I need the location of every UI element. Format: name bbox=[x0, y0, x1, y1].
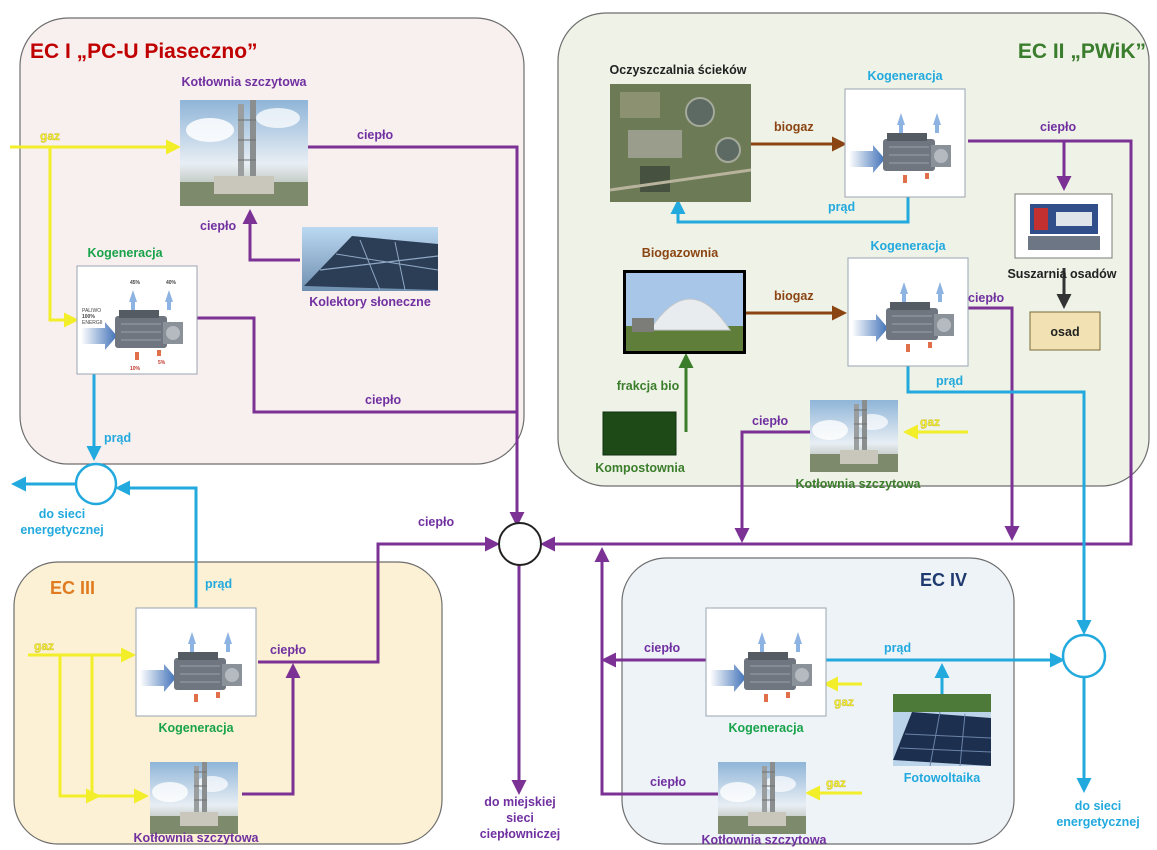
ec4-boiler-heat bbox=[594, 547, 718, 796]
heat-label-ec2-a: ciepło bbox=[1040, 120, 1076, 134]
ec2-cogen-heat bbox=[968, 306, 1020, 541]
solar-heat-to-boiler bbox=[242, 209, 300, 262]
gas-label-ec2: gaz bbox=[920, 415, 940, 429]
compost-label: Kompostownia bbox=[595, 461, 686, 475]
ec3-gas-to-boiler-b bbox=[90, 655, 149, 804]
ec2-cogen-label-a: Kogeneracja bbox=[867, 69, 943, 83]
sludge-label: osad bbox=[1050, 325, 1079, 339]
heat-label-ec4-boiler: ciepło bbox=[650, 775, 686, 789]
ec2-boiler-label: Kotłownia szczytowa bbox=[795, 477, 921, 491]
ec2-heat-to-hub bbox=[540, 139, 1133, 552]
ec3-boiler-label: Kotłownia szczytowa bbox=[133, 831, 259, 845]
power-label-ec2-a: prąd bbox=[828, 200, 855, 214]
biogas-label-b: biogaz bbox=[774, 289, 814, 303]
ec4-title: EC IV bbox=[920, 570, 967, 590]
solar-label: Kolektory słoneczne bbox=[309, 295, 431, 309]
wwtp-photo bbox=[609, 84, 752, 202]
ec2-power-to-right-node bbox=[906, 366, 1092, 635]
ec3-boiler-photo bbox=[149, 761, 239, 835]
ec3-gas-to-boiler-a bbox=[58, 655, 101, 804]
card-heat-pct: 45% bbox=[130, 280, 141, 286]
compost-image bbox=[602, 411, 677, 456]
solar-collectors-photo bbox=[302, 227, 439, 291]
power-label-ec4: prąd bbox=[884, 641, 911, 655]
ec2-boiler-photo bbox=[809, 399, 899, 473]
dryer-label: Suszarnia osadów bbox=[1007, 267, 1116, 281]
power-label-ec1: prąd bbox=[104, 431, 131, 445]
ec4-boiler-photo bbox=[717, 761, 807, 835]
labels: gaz gaz gaz gaz gaz ciepło ciepło ciepło… bbox=[20, 63, 1139, 847]
bio-fraction-label: frakcja bio bbox=[617, 379, 680, 393]
card-input-label: PALIWO bbox=[82, 308, 101, 314]
heat-label-ec2-b: ciepło bbox=[968, 291, 1004, 305]
power-label-ec3: prąd bbox=[205, 577, 232, 591]
wwtp-label: Oczyszczalnia ścieków bbox=[610, 63, 747, 77]
power-node-left bbox=[74, 462, 118, 506]
ec2-title: EC II „PWiK” bbox=[1018, 40, 1146, 63]
gas-label-ec4-boiler: gaz bbox=[826, 776, 846, 790]
biogas-plant-photo bbox=[623, 270, 746, 354]
gas-label-ec1: gaz bbox=[40, 129, 60, 143]
heat-label-ec1-boiler: ciepło bbox=[357, 128, 393, 142]
card-loss2-pct: 5% bbox=[158, 360, 166, 366]
ec3-cogen-card bbox=[135, 607, 257, 717]
sludge-dryer-image bbox=[1014, 193, 1113, 259]
card-elec-pct: 40% bbox=[166, 280, 177, 286]
ec1-title: EC I „PC-U Piaseczno” bbox=[30, 40, 258, 63]
ec3-power bbox=[115, 480, 198, 612]
flow-lines bbox=[10, 136, 1133, 804]
card-loss-pct: 10% bbox=[130, 366, 141, 372]
ec1-gas-to-cogen bbox=[48, 147, 79, 328]
engine-card-captions: PALIWO 100% ENERGII 45% 40% 10% 5% bbox=[82, 280, 177, 372]
grid-left-label-1: do sieci bbox=[39, 507, 86, 521]
heat-label-ec3: ciepło bbox=[270, 643, 306, 657]
pv-label: Fotowoltaika bbox=[904, 771, 981, 785]
ec4-cogen-label: Kogeneracja bbox=[728, 721, 804, 735]
ec3-boiler-heat bbox=[242, 663, 301, 796]
ec2-boiler-heat bbox=[734, 430, 810, 543]
sludge-box bbox=[1029, 311, 1101, 351]
ec1-cogen-label: Kogeneracja bbox=[87, 246, 163, 260]
gas-label-ec3: gaz bbox=[34, 639, 54, 653]
heat-hub-node bbox=[498, 522, 542, 566]
card-input-pct: 100% bbox=[82, 314, 95, 320]
biogas-label-a: biogaz bbox=[774, 120, 814, 134]
ec2-cogen-card-b bbox=[847, 257, 969, 367]
pv-photo bbox=[893, 694, 992, 767]
grid-right-label-1: do sieci bbox=[1075, 799, 1122, 813]
grid-right-label-2: energetycznej bbox=[1056, 815, 1139, 829]
city-heat-label-1: do miejskiej bbox=[484, 795, 556, 809]
ec3-cogen-label: Kogeneracja bbox=[158, 721, 234, 735]
ec2-cogen-label-b: Kogeneracja bbox=[870, 239, 946, 253]
city-heat-label-2: sieci bbox=[506, 811, 534, 825]
ec1-boiler-label: Kotłownia szczytowa bbox=[181, 75, 307, 89]
heat-label-ec4: ciepło bbox=[644, 641, 680, 655]
card-energy-label: ENERGII bbox=[82, 320, 103, 326]
power-node-right bbox=[1061, 633, 1107, 679]
grid-left-label-2: energetycznej bbox=[20, 523, 103, 537]
ec2-cogen-card-a bbox=[844, 88, 966, 198]
heat-label-solar: ciepło bbox=[200, 219, 236, 233]
city-heat-label-3: ciepłowniczej bbox=[480, 827, 561, 841]
ec1-boiler-photo bbox=[180, 100, 308, 206]
heat-label-ec2-boiler: ciepło bbox=[752, 414, 788, 428]
ec3-heat bbox=[258, 536, 500, 664]
heat-label-ec1-cogen: ciepło bbox=[365, 393, 401, 407]
biogas-plant-label: Biogazownia bbox=[642, 246, 719, 260]
ec2-power-to-wwtp bbox=[670, 195, 910, 224]
heat-label-ec3-hub: ciepło bbox=[418, 515, 454, 529]
gas-label-ec4-cogen: gaz bbox=[834, 695, 854, 709]
ec3-title: EC III bbox=[50, 578, 95, 598]
ec1-boiler-heat bbox=[308, 145, 525, 527]
ec4-boiler-label: Kotłownia szczytowa bbox=[701, 833, 827, 847]
ec4-cogen-card bbox=[705, 607, 827, 717]
ec1-cogen-heat bbox=[196, 316, 517, 414]
power-label-ec2-b: prąd bbox=[936, 374, 963, 388]
